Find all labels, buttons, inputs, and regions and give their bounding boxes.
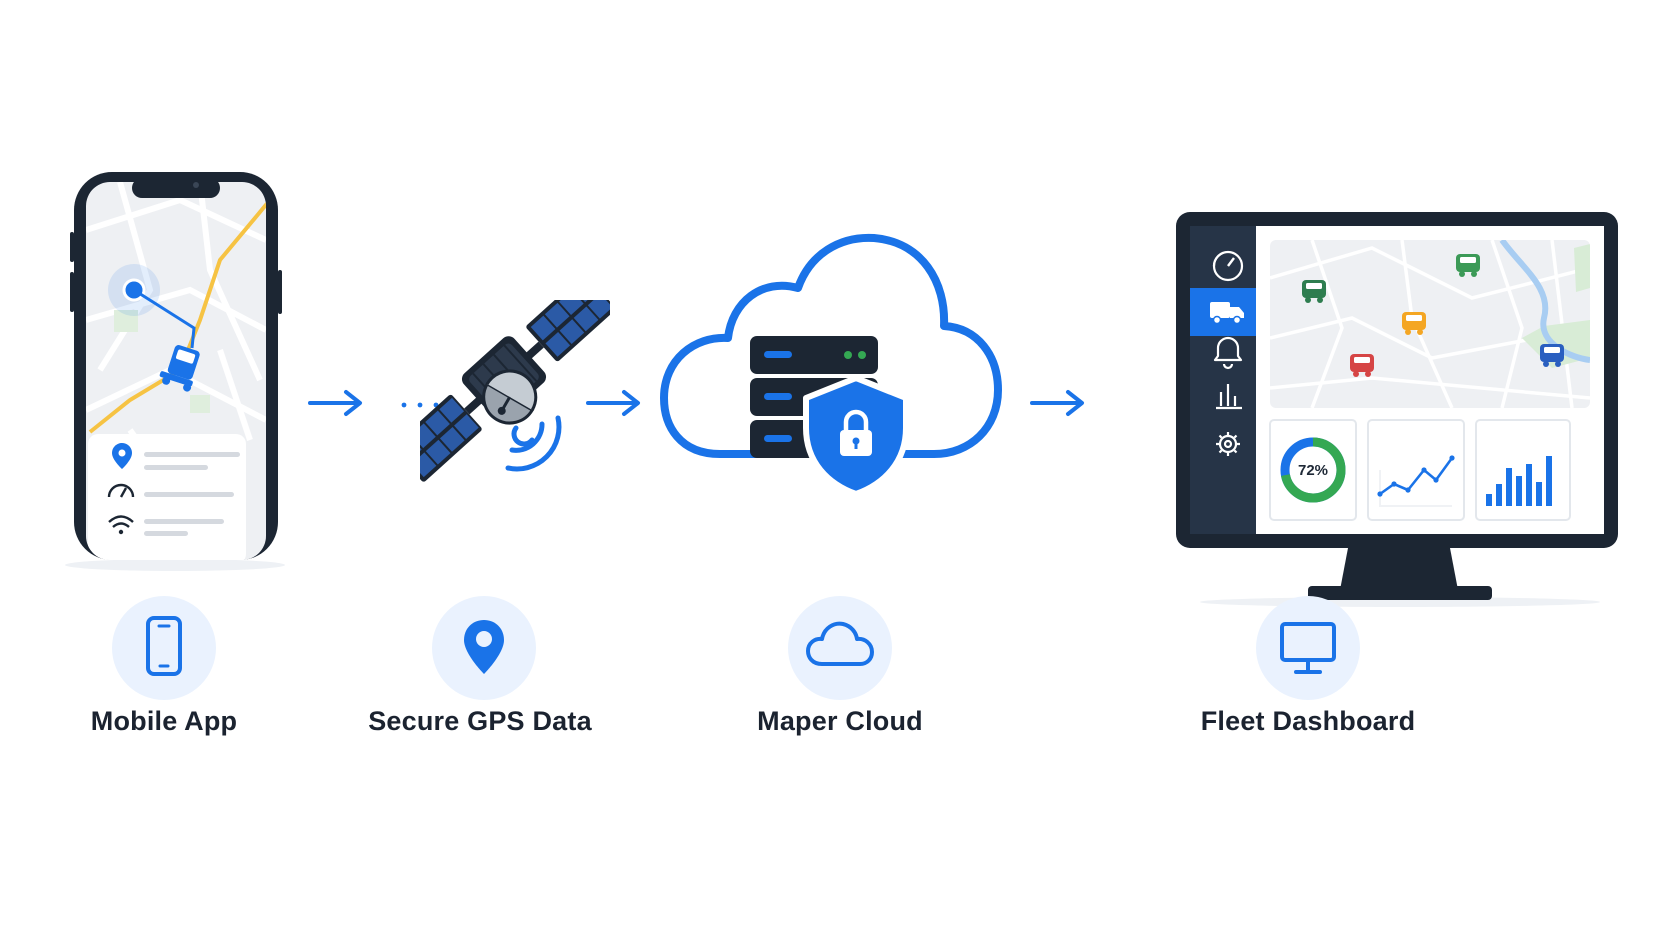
truck-icon: [1210, 302, 1244, 325]
cloud-icon: [806, 621, 874, 666]
security-shield-icon: [803, 375, 909, 497]
step-label-mobile-app: Mobile App: [90, 706, 238, 736]
mobile-app-step-badge: [112, 596, 216, 700]
monitor-icon: [1280, 622, 1336, 674]
gps-data-step-badge: [432, 596, 536, 700]
step-label-secure-gps-data: Secure GPS Data: [368, 706, 592, 736]
step-label-fleet-dashboard: Fleet Dashboard: [1200, 706, 1416, 736]
donut-percent-label: 72%: [1298, 462, 1328, 479]
satellite-illustration: [420, 300, 610, 482]
flow-arrow: [586, 390, 640, 416]
flow-arrow: [308, 390, 362, 416]
smartphone-icon: [146, 616, 182, 676]
vehicle-marker-green: [1302, 280, 1326, 303]
cloud-server-illustration: [660, 233, 1002, 497]
vehicle-marker-green: [1456, 254, 1480, 277]
step-label-maper-cloud: Maper Cloud: [757, 706, 923, 736]
bell-icon: [1213, 336, 1243, 370]
speedometer-icon: [1212, 250, 1244, 282]
bar-chart-icon: [1216, 384, 1242, 410]
location-pin-icon: [464, 620, 504, 674]
vehicle-marker-red: [1350, 354, 1374, 377]
fleet-dashboard-monitor: 72%: [1176, 212, 1618, 607]
line-chart-widget: [1377, 455, 1455, 507]
vehicle-marker-blue: [1540, 344, 1564, 367]
bar-chart-widget: [1486, 456, 1552, 506]
vehicle-marker-orange: [1402, 312, 1426, 335]
fleet-map: [1270, 240, 1590, 408]
flow-arrow: [1030, 390, 1084, 416]
cloud-step-badge: [788, 596, 892, 700]
dashboard-step-badge: [1256, 596, 1360, 700]
mobile-phone-illustration: [65, 172, 285, 571]
gear-icon: [1216, 432, 1240, 456]
donut-progress-arc: [1280, 437, 1346, 503]
